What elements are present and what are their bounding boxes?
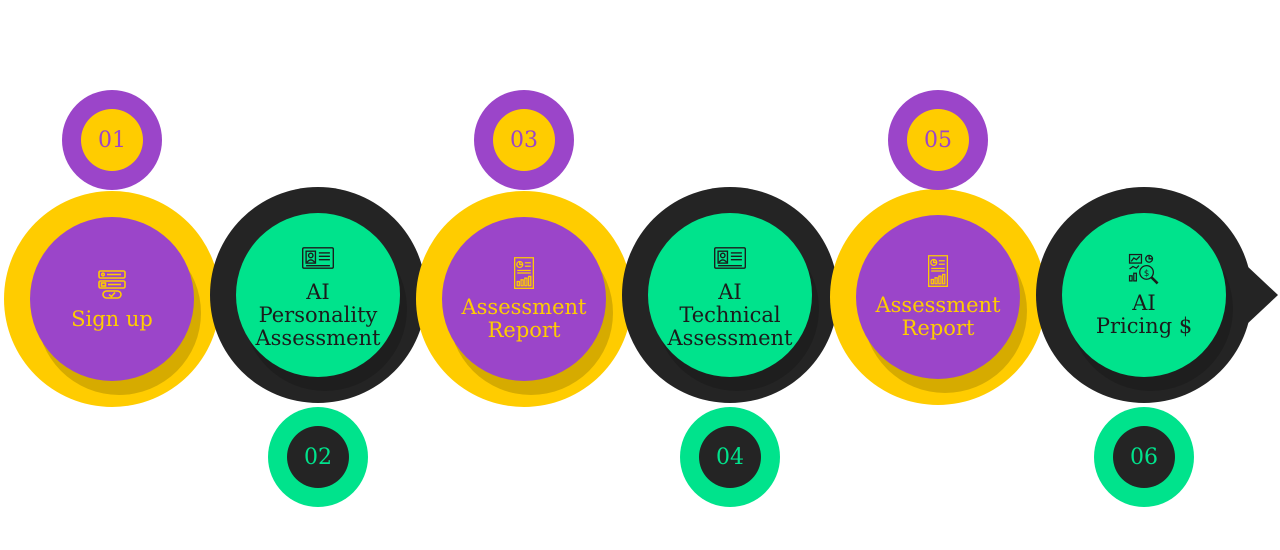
step-number-badge: 01	[62, 90, 162, 190]
step-label-line: Report	[487, 318, 561, 342]
step-label: Sign up	[67, 306, 157, 331]
pricing-analysis-icon: $	[1127, 252, 1161, 286]
step-number-badge: 05	[888, 90, 988, 190]
step-number: 06	[1113, 426, 1175, 488]
step-label-line: Assessment	[667, 325, 793, 350]
step-number: 04	[699, 426, 761, 488]
step-label-line: Technical	[679, 302, 781, 327]
id-card-icon	[301, 241, 335, 275]
step-number: 05	[907, 109, 969, 171]
step-number-badge: 03	[474, 90, 574, 190]
step-circle: Sign up	[30, 217, 194, 381]
step-number-badge: 04	[680, 407, 780, 507]
step-number-badge: 06	[1094, 407, 1194, 507]
report-document-icon	[507, 256, 541, 290]
step-number: 01	[81, 109, 143, 171]
step-label-line: Report	[901, 316, 975, 340]
step-label-line: Personality	[258, 302, 378, 327]
step-label-line: Assessment	[461, 295, 587, 319]
step-number: 02	[287, 426, 349, 488]
step-label-line: AI	[1132, 291, 1156, 315]
step-label-line: AI	[306, 279, 330, 304]
step-label-line: Pricing $	[1095, 314, 1193, 338]
id-card-icon	[713, 241, 747, 275]
step-label-line: Sign up	[71, 306, 153, 331]
step-label-line: AI	[718, 279, 742, 304]
step-number-badge: 02	[268, 407, 368, 507]
report-document-icon	[921, 254, 955, 288]
step-label-line: Assessment	[875, 293, 1001, 317]
step-label-line: Assessment	[255, 325, 381, 350]
signup-form-icon	[95, 268, 129, 302]
step-arrow	[1246, 265, 1278, 325]
svg-text:$: $	[1144, 269, 1149, 279]
step-number: 03	[493, 109, 555, 171]
